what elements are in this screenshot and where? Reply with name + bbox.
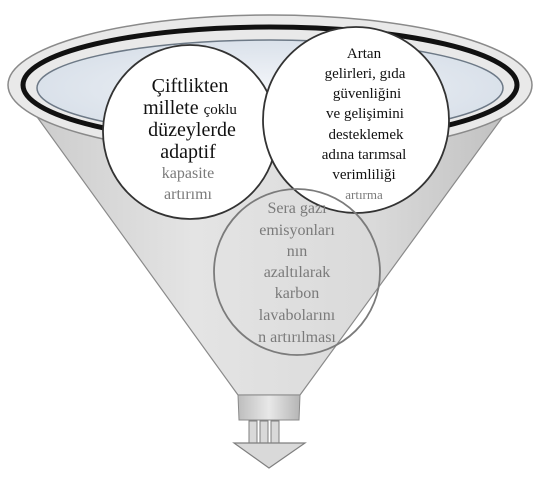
right-line-2: gelirleri, gıda [325,66,406,83]
bottom-line-7: n artırılması [258,329,336,347]
left-line-5: kapasite [162,165,214,183]
left-line-6: artırımı [164,186,212,204]
right-line-3: güvenliğini [333,86,401,103]
bottom-line-6: lavabolarını [259,307,335,325]
right-line-7: verimliliği [332,167,395,184]
bottom-line-4: azaltılarak [264,264,331,282]
right-line-1: Artan [347,46,381,63]
bottom-line-5: karbon [275,285,319,303]
left-line-2-main: millete [143,97,204,119]
left-line-2-small: çoklu [204,102,237,118]
left-line-1: Çiftlikten [152,75,229,97]
left-line-2: millete çoklu [143,97,237,121]
funnel-neck [238,395,300,420]
right-line-5: desteklemek [329,127,404,144]
bottom-line-1: Sera gazı [267,200,326,218]
bottom-line-2: emisyonları [259,222,335,240]
right-line-6: adına tarımsal [322,147,407,164]
left-line-4: adaptif [160,141,216,163]
bottom-line-3: nın [287,243,307,261]
left-line-3: düzeylerde [148,119,236,141]
right-line-8: artırma [345,187,383,202]
down-arrow-icon [234,421,305,468]
right-line-4: ve gelişimini [326,106,404,123]
